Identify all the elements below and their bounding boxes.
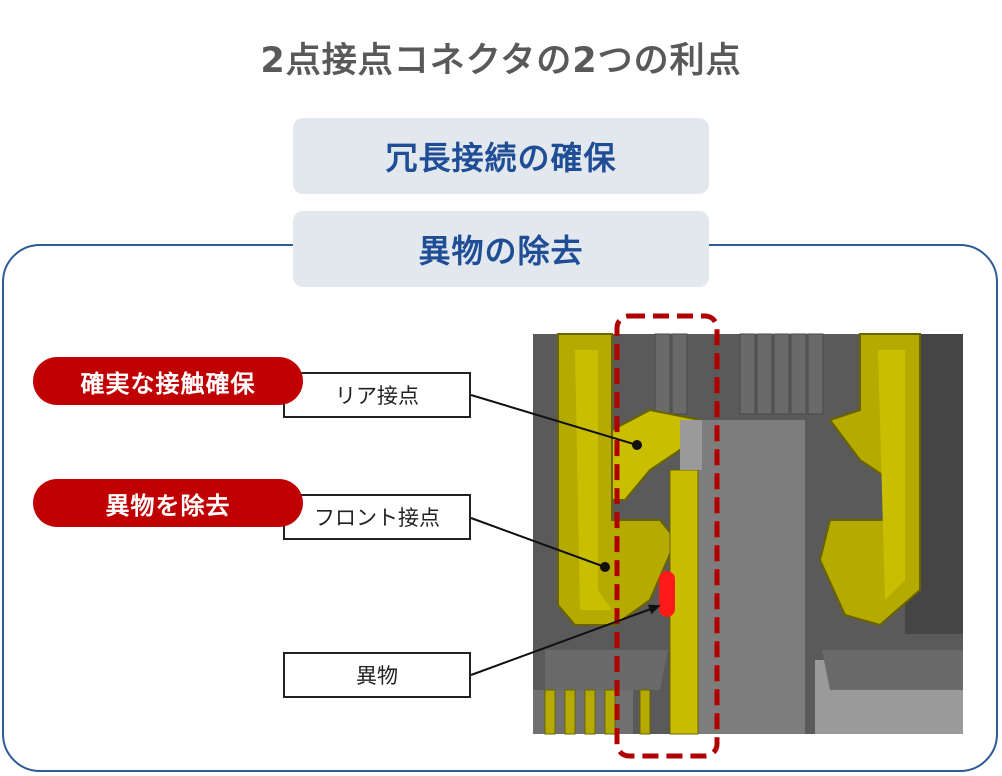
- benefit-redundant-connection: 冗長接続の確保: [293, 118, 709, 194]
- page-title: 2点接点コネクタの2つの利点: [260, 41, 742, 81]
- label-front-contact: フロント接点: [283, 494, 471, 540]
- label-debris: 異物: [283, 652, 471, 698]
- tag-remove-debris: 異物を除去: [33, 479, 303, 527]
- tag-reliable-contact: 確実な接触確保: [33, 357, 303, 405]
- label-rear-contact: リア接点: [283, 372, 471, 418]
- benefit-debris-removal: 異物の除去: [293, 211, 709, 287]
